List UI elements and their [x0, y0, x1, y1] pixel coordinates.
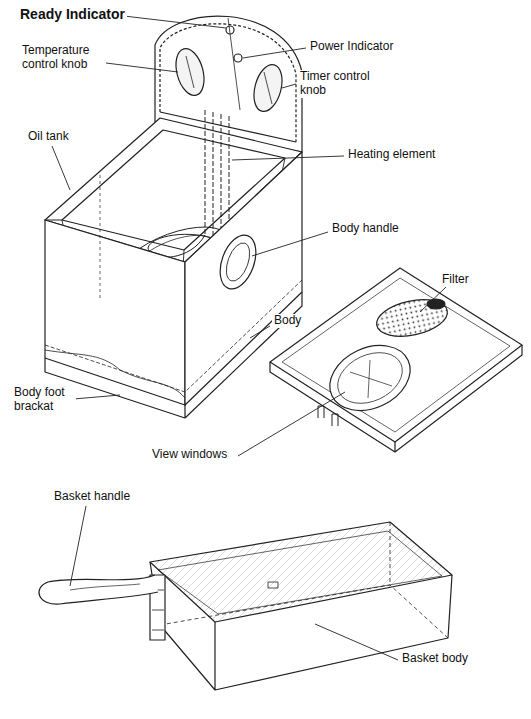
part-label: Basket body	[400, 652, 470, 666]
view-window	[319, 333, 420, 423]
basket-body	[150, 522, 452, 622]
part-label: Body foot brackat	[12, 386, 76, 414]
filter	[373, 294, 450, 342]
part-label: Oil tank	[26, 130, 71, 144]
part-label: Body	[272, 314, 303, 328]
part-label: Heating element	[346, 148, 437, 162]
part-label: View windows	[150, 448, 229, 462]
part-label: Power Indicator	[308, 40, 395, 54]
part-label: Filter	[440, 273, 471, 287]
body-handle	[213, 230, 262, 294]
lid	[270, 268, 522, 442]
part-label: Timer control knob	[298, 70, 384, 98]
leader-lines	[52, 16, 446, 660]
filter-knob	[427, 299, 445, 309]
power-indicator	[234, 54, 242, 62]
part-label: Ready Indicator	[18, 6, 127, 22]
part-label: Body handle	[330, 222, 401, 236]
part-label: Temperature control knob	[20, 44, 106, 72]
part-label: Basket handle	[52, 490, 132, 504]
body-front	[45, 220, 185, 405]
basket-handle	[39, 575, 158, 604]
